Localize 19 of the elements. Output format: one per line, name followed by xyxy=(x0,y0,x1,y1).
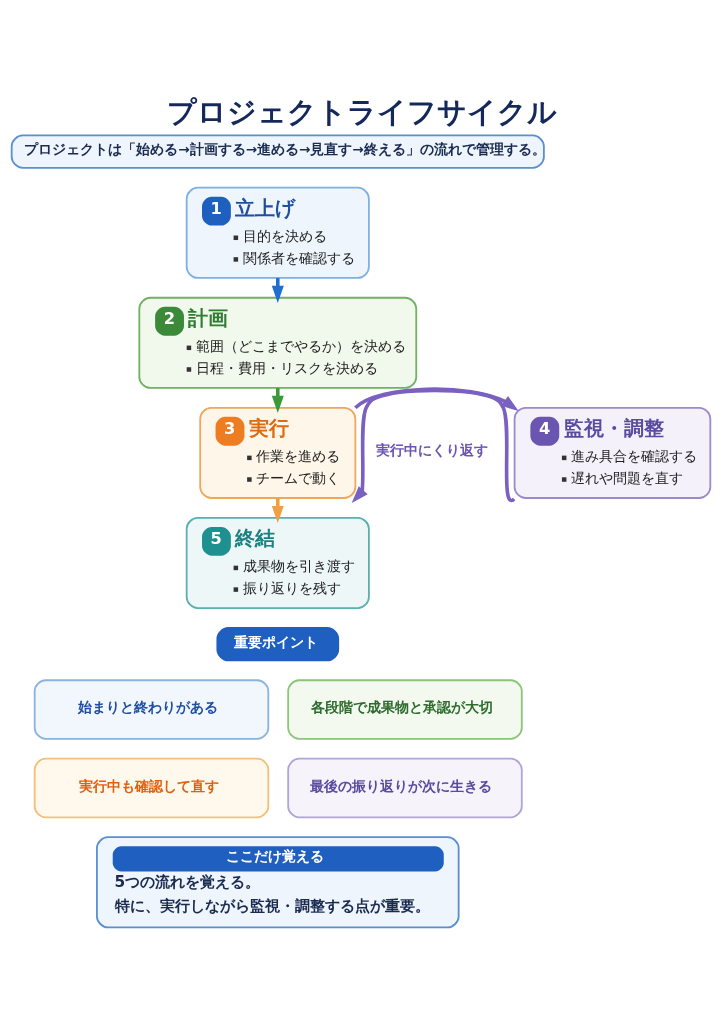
node-box: 重要ポイント xyxy=(216,627,340,662)
node-box: 2 計画 範囲（どこまでやるか）を決める 日程・費用・リスクを決める xyxy=(138,296,418,389)
node-box: 始まりと終わりがある xyxy=(33,679,270,740)
arrow xyxy=(354,387,519,411)
arrow xyxy=(271,388,284,414)
node-box: 実行中も確認して直す xyxy=(33,757,270,819)
node-box: 4 監視・調整 進み具合を確認する 遅れや問題を直す xyxy=(513,406,712,499)
arrow xyxy=(271,278,284,303)
arrow xyxy=(351,388,515,503)
node-box: ここだけ覚える 5つの流れを覚える。 特に、実行しながら監視・調整する点が重要。 xyxy=(96,836,460,929)
label: 実行中にくり返す xyxy=(376,442,489,459)
node-box: プロジェクトは「始める→計画する→進める→見直す→終える」の流れで管理する。 xyxy=(10,134,545,169)
node-box: 各段階で成果物と承認が大切 xyxy=(287,679,523,740)
arrow xyxy=(271,498,284,524)
node-box: 1 立上げ 目的を決める 関係者を確認する xyxy=(185,186,370,279)
diagram-title: プロジェクトライフサイクル xyxy=(167,95,558,130)
node-box: 5 終結 成果物を引き渡す 振り返りを残す xyxy=(185,516,370,609)
node-box: 最後の振り返りが次に生きる xyxy=(287,757,523,819)
node-box: 3 実行 作業を進める チームで動く xyxy=(199,406,357,499)
